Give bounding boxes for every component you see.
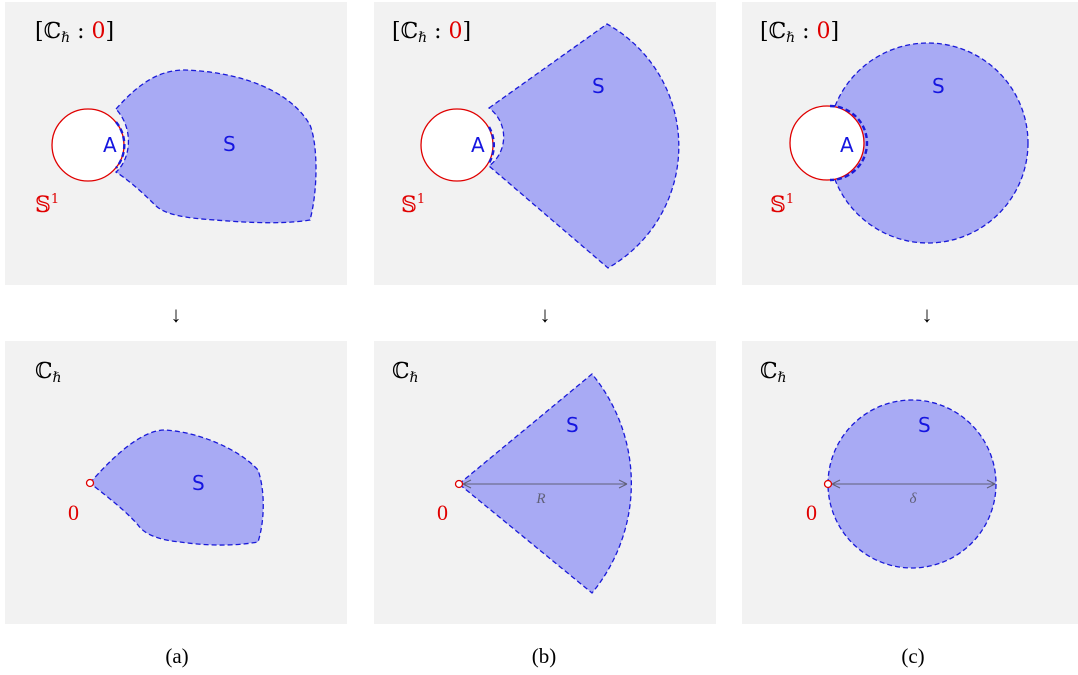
region-s-b-top (487, 23, 680, 269)
region-label-c-bottom: S (918, 413, 931, 437)
diameter-measure-c (831, 479, 996, 489)
column-c: [ℂℏ : 0] A S 𝕊1 ↓ ℂℏ δ 0 (742, 2, 1078, 668)
circle-s1-c (789, 105, 865, 181)
circle-label-c: 𝕊1 (770, 192, 794, 218)
panel-c-bottom-title: ℂℏ (760, 359, 787, 386)
diameter-label-c: δ (910, 491, 918, 507)
arrow-a: ↓ (171, 302, 182, 327)
region-s-a-top (114, 69, 317, 224)
origin-point-b (454, 479, 464, 489)
panel-a-top: [ℂℏ : 0] A S 𝕊1 (5, 2, 347, 285)
radius-arrowhead-right-b (618, 479, 628, 489)
region-s-a-bottom (89, 429, 264, 546)
origin-label-c: 0 (806, 500, 817, 525)
radius-arrowhead-left-b (462, 479, 472, 489)
origin-label-a: 0 (68, 500, 79, 525)
radius-measure-b (462, 479, 628, 489)
region-label-c-top: S (932, 74, 945, 98)
circle-label-b: 𝕊1 (401, 192, 425, 218)
panel-a-top-title: [ℂℏ : 0] (35, 19, 114, 46)
caption-a: (a) (165, 644, 188, 668)
boundary-a-arc-b (487, 126, 496, 164)
diameter-arrowhead-right-c (986, 479, 996, 489)
caption-b: (b) (532, 644, 557, 668)
radius-label-b: R (535, 491, 545, 507)
panel-a-bottom-title: ℂℏ (35, 359, 62, 386)
boundary-label-a: A (103, 133, 117, 157)
boundary-a-arc-c (829, 104, 869, 182)
panel-c-top-title: [ℂℏ : 0] (760, 19, 839, 46)
arrow-b: ↓ (540, 302, 551, 327)
region-label-b-bottom: S (566, 413, 579, 437)
boundary-label-c: A (840, 133, 854, 157)
panel-a-bottom: ℂℏ 0 S (5, 341, 347, 624)
region-label-a-top: S (223, 132, 236, 156)
column-a: [ℂℏ : 0] A S 𝕊1 ↓ ℂℏ 0 S (a) (5, 2, 347, 668)
column-b: [ℂℏ : 0] A S 𝕊1 ↓ ℂℏ R 0 (374, 2, 716, 668)
boundary-label-b: A (471, 133, 485, 157)
origin-point-c (823, 479, 833, 489)
region-label-a-bottom: S (192, 471, 205, 495)
panel-c-top: [ℂℏ : 0] A S 𝕊1 (742, 2, 1078, 285)
caption-c: (c) (901, 644, 924, 668)
boundary-a-arc-a (115, 121, 126, 169)
origin-label-b: 0 (437, 500, 448, 525)
origin-point-a (85, 478, 95, 488)
panel-b-bottom-title: ℂℏ (392, 359, 419, 386)
panel-b-top: [ℂℏ : 0] A S 𝕊1 (374, 2, 716, 285)
arrow-c: ↓ (922, 302, 933, 327)
panel-b-top-title: [ℂℏ : 0] (392, 19, 471, 46)
region-label-b-top: S (592, 74, 605, 98)
panel-b-bottom: ℂℏ R 0 S (374, 341, 716, 624)
panel-c-bottom: ℂℏ δ 0 S (742, 341, 1078, 624)
circle-label-a: 𝕊1 (35, 192, 59, 218)
diameter-arrowhead-left-c (831, 479, 841, 489)
